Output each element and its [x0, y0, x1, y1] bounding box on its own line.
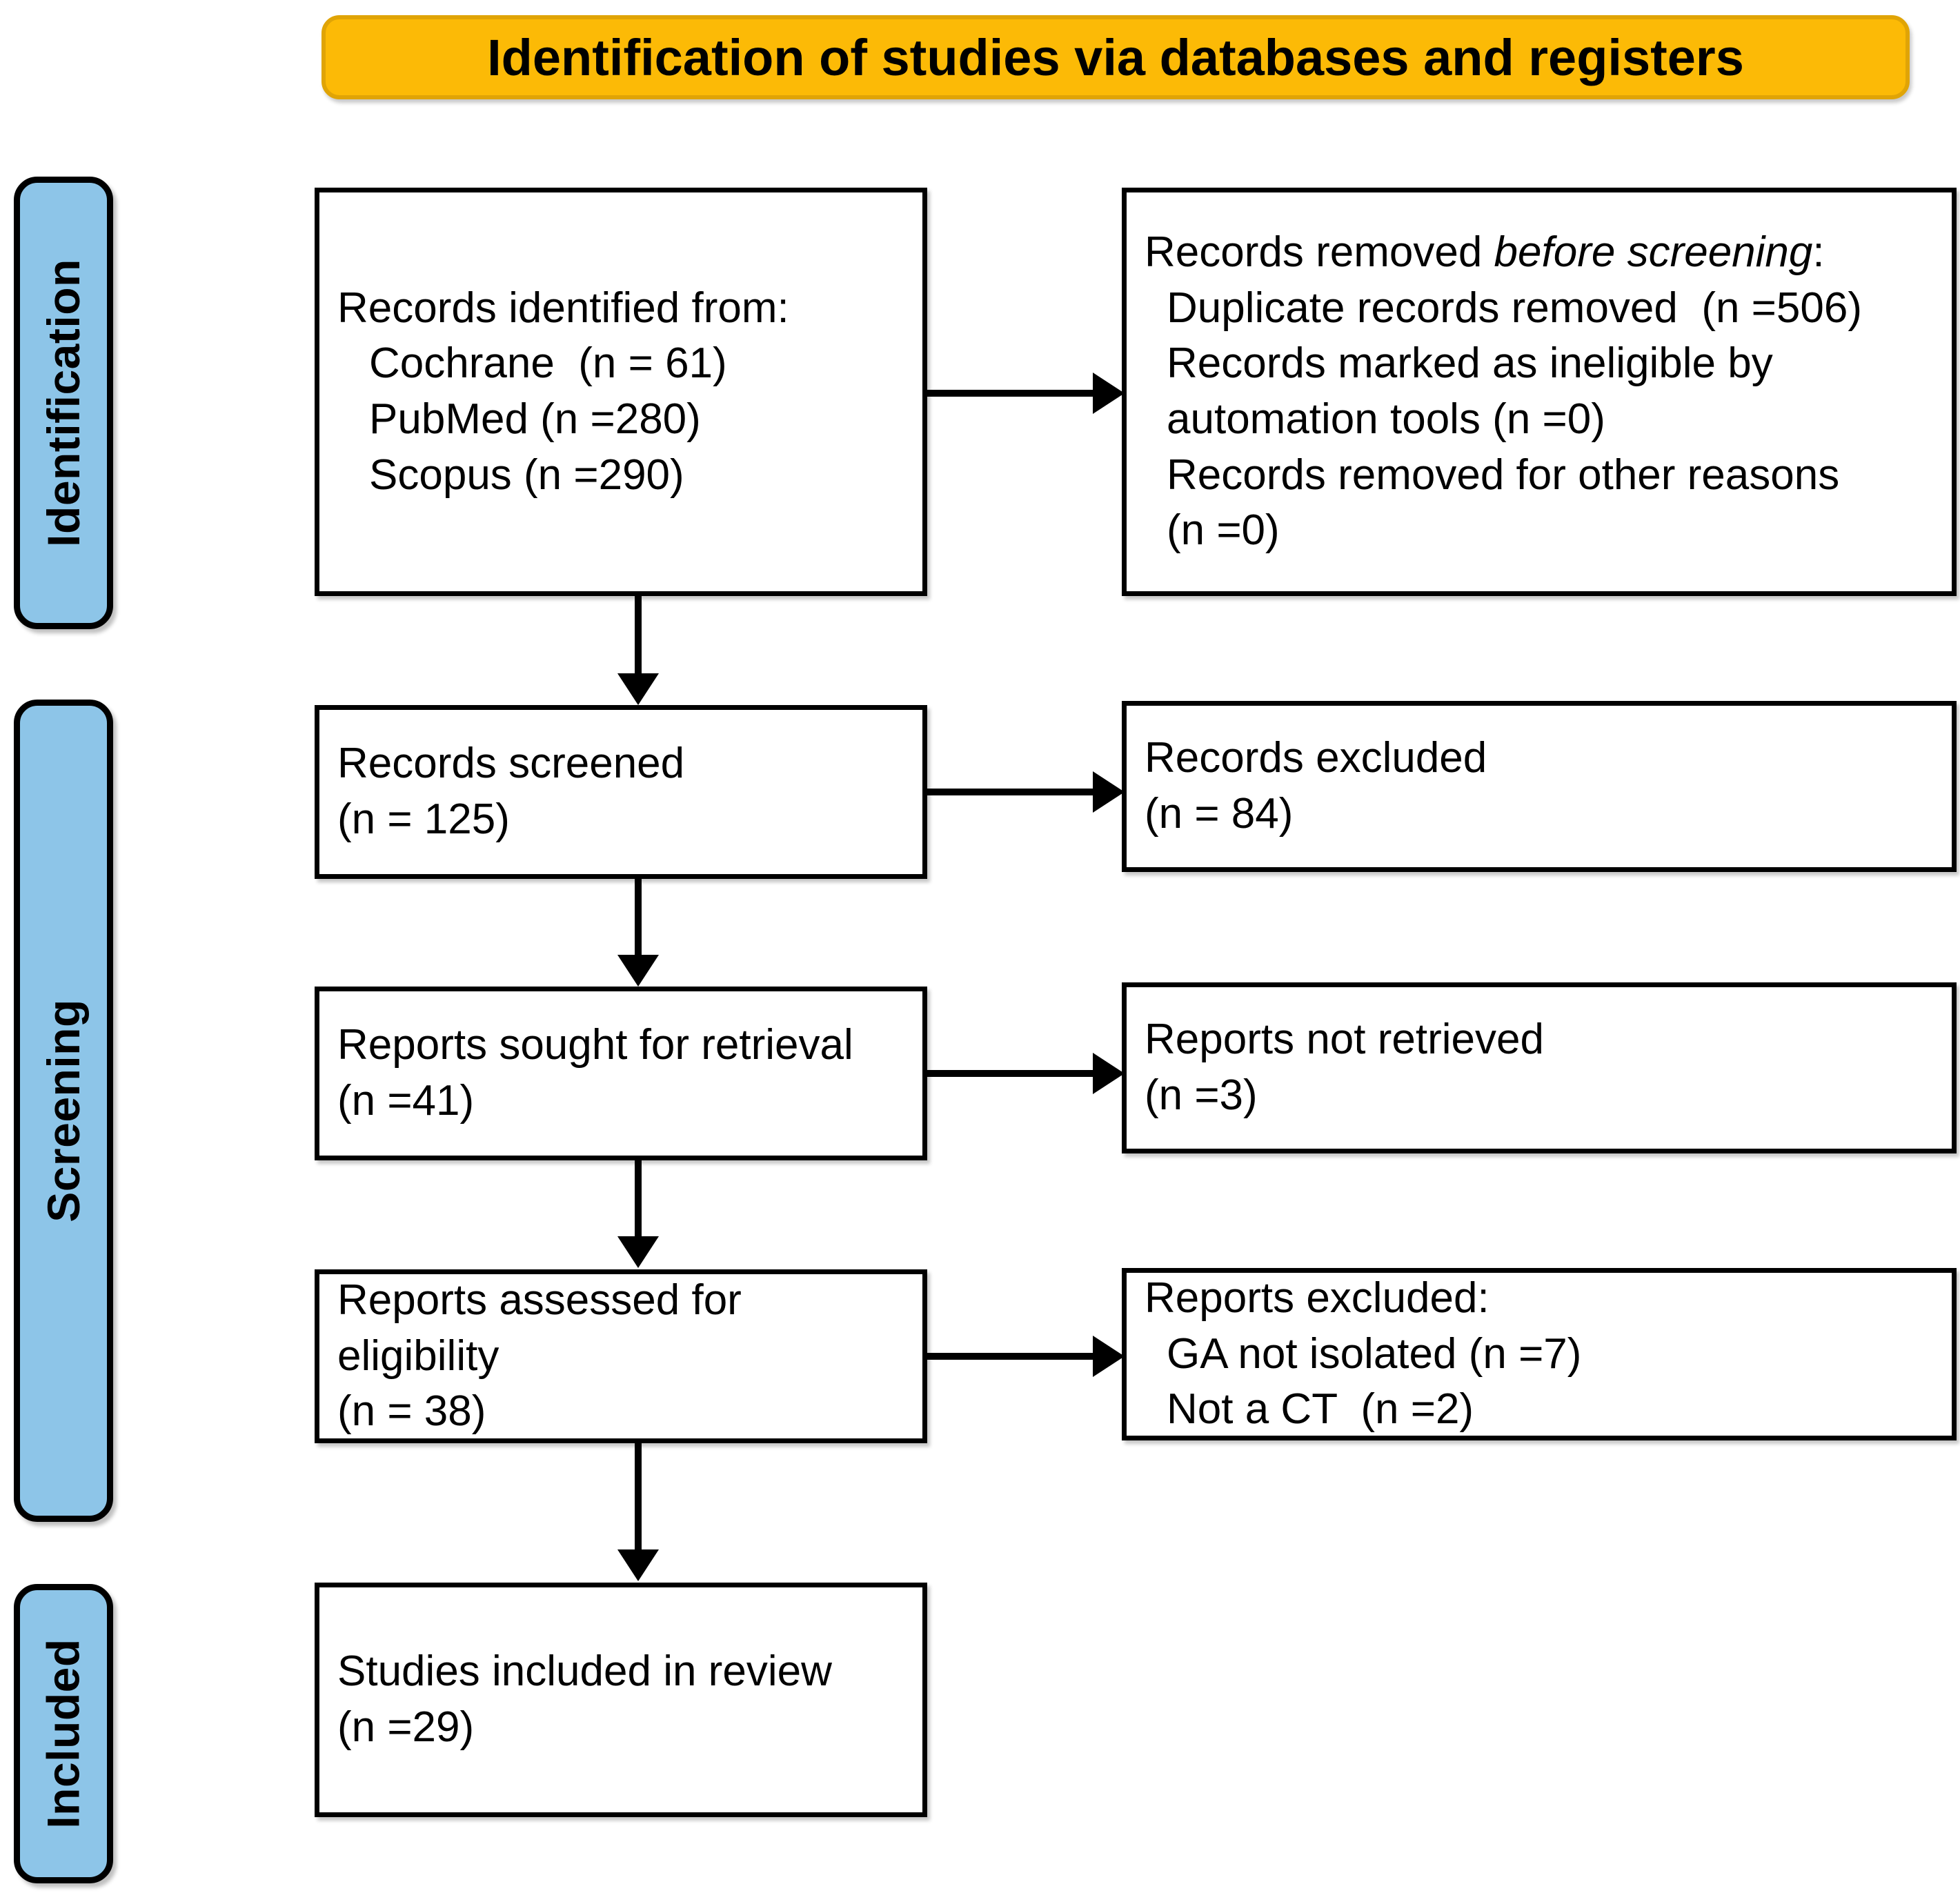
- box-line: (n =3): [1145, 1071, 1258, 1119]
- stage-tab-identification: Identification: [14, 177, 113, 629]
- box-reports-assessed-for-eligibility: Reports assessed for eligibility (n = 38…: [315, 1269, 927, 1443]
- box-line: eligibility: [337, 1331, 499, 1380]
- box-reports-not-retrieved: Reports not retrieved (n =3): [1122, 982, 1957, 1153]
- box-line: Reports sought for retrieval: [337, 1021, 853, 1069]
- arrowhead-assessed-to-included: [617, 1549, 659, 1581]
- arrowhead-identified-to-screened: [617, 673, 659, 705]
- arrowhead-screened-to-records-excluded: [1093, 771, 1125, 813]
- box-line: Reports excluded:: [1145, 1274, 1489, 1323]
- arrowhead-sought-to-assessed: [617, 1236, 659, 1268]
- page-title: Identification of studies via databases …: [487, 28, 1744, 86]
- stage-tab-included: Included: [14, 1584, 113, 1883]
- box-line: automation tools (n =0): [1167, 395, 1605, 443]
- connector-sought-to-not-retrieved: [927, 1070, 1094, 1077]
- box-line: PubMed (n =280): [369, 395, 701, 443]
- connector-assessed-to-included: [635, 1443, 642, 1552]
- box-title-line: Records removed before screening:: [1145, 225, 1934, 281]
- box-records-removed-before-screening: Records removed before screening: Duplic…: [1122, 188, 1957, 596]
- box-line: Records identified from:: [337, 284, 789, 332]
- stage-tab-screening-label: Screening: [38, 999, 90, 1222]
- box-line: Scopus (n =290): [369, 450, 684, 499]
- box-line: (n =29): [337, 1703, 475, 1751]
- box-line: (n = 84): [1145, 790, 1294, 838]
- box-line: Studies included in review: [337, 1647, 832, 1696]
- box-records-screened: Records screened (n = 125): [315, 705, 927, 879]
- removed-title-emphasis: before screening: [1494, 228, 1813, 277]
- box-records-identified: Records identified from: Cochrane (n = 6…: [315, 188, 927, 596]
- box-line: GA not isolated (n =7): [1167, 1329, 1582, 1378]
- arrowhead-identified-to-removed: [1093, 373, 1125, 414]
- connector-identified-to-screened: [635, 596, 642, 676]
- box-line: Records screened: [337, 740, 685, 788]
- stage-tab-identification-label: Identification: [38, 259, 90, 547]
- connector-identified-to-removed: [927, 390, 1094, 397]
- arrowhead-assessed-to-reports-excluded: [1093, 1336, 1125, 1377]
- box-reports-sought-for-retrieval: Reports sought for retrieval (n =41): [315, 987, 927, 1160]
- box-line: Reports not retrieved: [1145, 1016, 1544, 1064]
- box-studies-included-in-review: Studies included in review (n =29): [315, 1583, 927, 1817]
- connector-assessed-to-reports-excluded: [927, 1353, 1094, 1360]
- diagram-header-banner: Identification of studies via databases …: [321, 15, 1910, 99]
- box-records-excluded: Records excluded (n = 84): [1122, 701, 1957, 872]
- box-line: (n =41): [337, 1077, 475, 1125]
- box-line: (n = 38): [337, 1387, 486, 1436]
- box-line: (n = 125): [337, 795, 510, 843]
- connector-screened-to-sought: [635, 879, 642, 958]
- arrowhead-screened-to-sought: [617, 955, 659, 987]
- connector-screened-to-records-excluded: [927, 789, 1094, 795]
- box-line: Reports assessed for: [337, 1276, 742, 1325]
- removed-title-post: :: [1812, 228, 1825, 277]
- stage-tab-included-label: Included: [38, 1638, 90, 1829]
- box-line: Cochrane (n = 61): [369, 339, 727, 388]
- stage-tab-screening: Screening: [14, 700, 113, 1522]
- removed-title-pre: Records removed: [1145, 228, 1494, 277]
- box-line: Duplicate records removed (n =506): [1167, 284, 1862, 332]
- arrowhead-sought-to-not-retrieved: [1093, 1053, 1125, 1094]
- box-line: Records removed for other reasons: [1167, 450, 1840, 499]
- box-reports-excluded: Reports excluded: GA not isolated (n =7)…: [1122, 1268, 1957, 1440]
- box-line: Records marked as ineligible by: [1167, 339, 1773, 388]
- connector-sought-to-assessed: [635, 1160, 642, 1239]
- box-line: (n =0): [1167, 506, 1280, 555]
- box-line: Not a CT (n =2): [1167, 1385, 1474, 1434]
- box-line: Records excluded: [1145, 734, 1487, 782]
